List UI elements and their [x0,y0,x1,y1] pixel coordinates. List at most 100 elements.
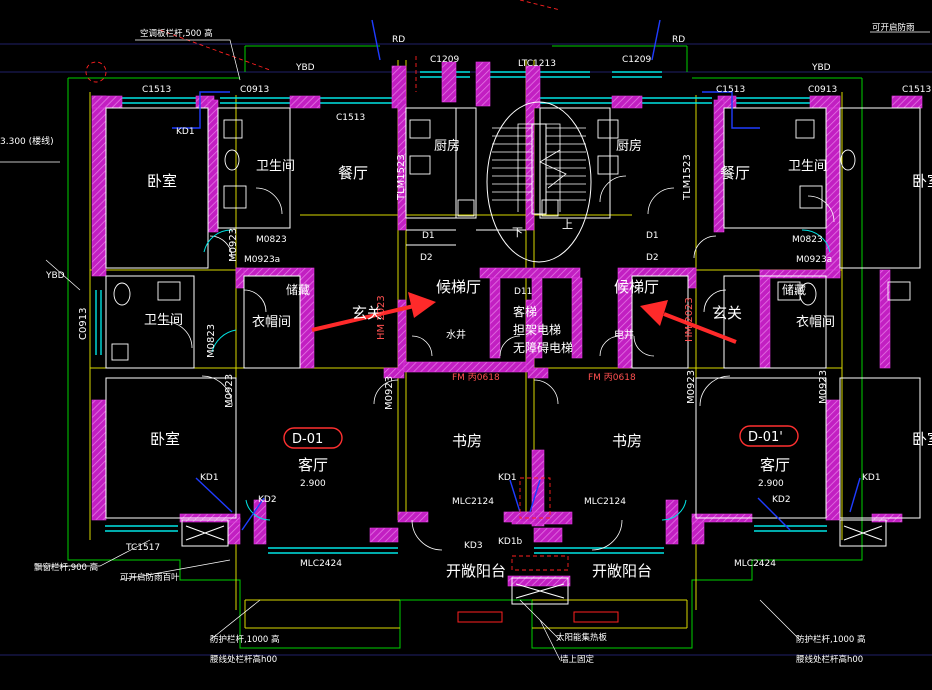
code-kd3: KD3 [464,541,483,551]
code-c1209-r: C1209 [622,55,651,65]
code-c0913-side: C0913 [78,308,89,340]
code-c0913-l: C0913 [240,85,269,95]
room-bedroom-ul: 卧室 [147,172,177,190]
level-left: 2.900 [300,479,326,489]
code-c1513-tr: C1513 [902,85,931,95]
code-m0923-mid-l: M0923 [228,228,239,262]
note-guard-rail-r-2: 腰线处栏杆高h00 [796,654,863,665]
note-bay-rail: 飘窗栏杆,900 高 [34,562,98,573]
room-lobby-l: 候梯厅 [436,278,481,296]
code-d2-r: D2 [646,253,659,263]
elevator-label-2: 担架电梯 [513,323,561,337]
code-hm-r: HM 2023 [684,297,695,342]
elevator-label-3: 无障碍电梯 [513,340,573,355]
code-m0923-l: M0923a [244,255,280,265]
code-hm-l: HM 2023 [376,295,387,340]
level-edge: 3.300 (楼线) [0,135,54,147]
code-tc1517: TC1517 [125,543,160,553]
door-curves-cyan [203,229,831,521]
notes: 空调板栏杆,500 高 可开启防雨 飘窗栏杆,900 高 可开启防雨百叶 防护栏… [34,22,915,665]
code-kd1-a: KD1 [176,127,195,137]
code-rd-r: RD [672,35,685,45]
elevator-label-1: 客梯 [513,304,537,319]
code-kd1b: KD1b [498,537,523,547]
room-labels: 卧室 卫生间 餐厅 厨房 厨房 餐厅 卫生间 卧室 卫生间 衣帽间 储藏 玄关 … [0,135,932,580]
room-kitchen-l: 厨房 [434,138,460,154]
annotation-arrows [311,292,737,344]
code-kd1-d: KD1 [862,473,881,483]
fixtures [111,119,911,361]
room-bath-ul: 卫生间 [256,159,295,174]
interior-lines [105,107,921,519]
ac-units [181,519,887,605]
code-c1209-l: C1209 [430,55,459,65]
code-d1-l: D1 [422,231,435,241]
room-cloak-l: 衣帽间 [252,314,291,330]
note-guard-rail-l-2: 腰线处栏杆高h00 [210,654,277,665]
code-d2-l: D2 [420,253,433,263]
code-kd1-c: KD1 [498,473,517,483]
stair-treads [492,127,586,201]
room-bedroom-ll: 卧室 [150,430,180,448]
code-kd2-r: KD2 [772,495,791,505]
code-kd2-l: KD2 [258,495,277,505]
code-kd1-b: KD1 [200,473,219,483]
room-storage-r: 储藏 [782,282,806,297]
level-right: 2.900 [758,479,784,489]
arrow-right [663,312,737,344]
room-bedroom-ur: 卧室 [912,172,932,190]
code-mlc2424-l: MLC2424 [300,559,342,569]
code-ybd-r: YBD [811,63,831,73]
room-cloak-r: 衣帽间 [796,314,835,330]
note-openable-top: 可开启防雨 [872,22,915,33]
note-guard-rail-l-1: 防护栏杆,1000 高 [210,634,280,645]
code-fm-l: FM 丙0618 [452,372,500,383]
code-m0923-r: M0923a [796,255,832,265]
red-marks [457,611,619,623]
room-study-l: 书房 [452,432,482,450]
room-dining-l: 餐厅 [338,164,368,182]
code-m0923-st-r: M0923 [686,370,697,404]
code-mlc2124-r: MLC2124 [584,497,626,507]
code-m0923-st-l: M0923 [384,376,395,410]
code-m0923-liv-r: M0923 [818,370,829,404]
room-storage-l: 储藏 [286,282,310,297]
code-ybd-side: YBD [45,271,65,281]
room-bath-ur: 卫生间 [788,159,827,174]
code-c1513-tl: C1513 [142,85,171,95]
unit-tag-left: D-01 [292,432,323,447]
stair-down: 下 [512,226,523,239]
room-study-r: 书房 [612,432,642,450]
code-tlm-l: TLM1523 [396,154,407,201]
room-bedroom-lr: 卧室 [912,430,932,448]
windows-cyan [95,71,827,554]
code-mlc2424-r: MLC2424 [734,559,776,569]
code-ybd-l: YBD [295,63,315,73]
code-c1513-mid: C1513 [336,113,365,123]
door-arcs [165,175,835,551]
code-fm-r: FM 丙0618 [588,372,636,383]
note-openable-bottom: 可开启防雨百叶 [120,572,180,583]
code-d1-r: D1 [646,231,659,241]
code-d11: D11 [514,287,532,297]
note-ac-rail: 空调板栏杆,500 高 [140,28,213,39]
stair-up: 上 [562,218,573,231]
water-shaft: 水井 [446,328,466,341]
unit-tag-right: D-01' [748,430,783,445]
code-c0913-r: C0913 [808,85,837,95]
code-c1513-r: C1513 [716,85,745,95]
arrow-left [311,304,415,332]
unit-tags [283,425,799,449]
code-tlm-r: TLM1523 [682,154,693,201]
code-m0823-r: M0823 [792,235,823,245]
arrow-right-head [640,300,668,326]
code-m0823-l: M0823 [256,235,287,245]
dashed-red [85,0,569,571]
note-solar-1: 太阳能集热板 [556,632,608,643]
room-balcony-l: 开敞阳台 [446,562,506,580]
code-mlc2124-l: MLC2124 [452,497,494,507]
code-m0923-liv-l: M0923 [224,374,235,408]
room-foyer-l: 玄关 [352,304,382,322]
